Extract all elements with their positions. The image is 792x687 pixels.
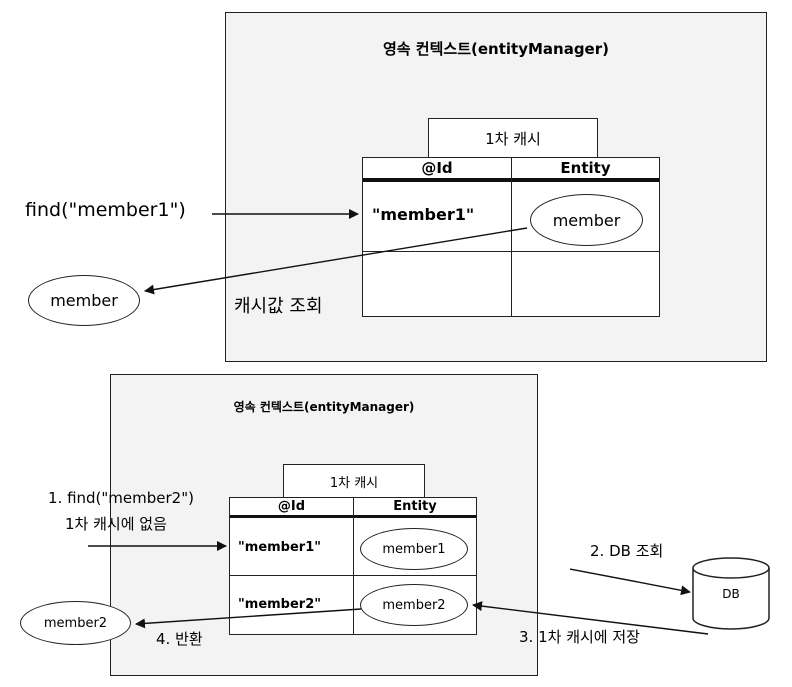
row-divider-top [363, 251, 659, 252]
database-label: DB [722, 587, 740, 601]
cache-key-member1-bottom: "member1" [238, 539, 322, 555]
arrow-step2-db-lookup [569, 568, 691, 596]
step4-return: 4. 반환 [156, 630, 203, 648]
returned-entity-member2: member2 [20, 601, 131, 645]
cache-key-member1-top: "member1" [372, 204, 475, 224]
column-header-id-bottom: @Id [230, 498, 353, 518]
step2-db-lookup: 2. DB 조회 [590, 542, 664, 560]
first-level-cache-label-bottom: 1차 캐시 [283, 464, 425, 498]
step3-store-in-cache: 3. 1차 캐시에 저장 [519, 628, 640, 646]
first-level-cache-label-top: 1차 캐시 [428, 118, 598, 159]
column-header-id-top: @Id [363, 158, 511, 182]
persistence-context-title-bottom: 영속 컨텍스트(entityManager) [233, 400, 415, 414]
cached-entity-member1-bottom: member1 [360, 528, 468, 570]
cached-entity-member2-bottom: member2 [360, 584, 468, 626]
returned-entity-member-top: member [28, 275, 140, 326]
cached-entity-member-top: member [530, 194, 643, 246]
row-divider-bottom [230, 575, 476, 576]
step1-find-member2: 1. find("member2") [48, 489, 194, 507]
column-header-entity-top: Entity [512, 158, 659, 182]
cache-lookup-label: 캐시값 조회 [234, 296, 323, 317]
find-call-member1: find("member1") [25, 199, 186, 221]
column-header-entity-bottom: Entity [354, 498, 476, 518]
database-icon [692, 557, 770, 630]
step1-cache-miss: 1차 캐시에 없음 [65, 515, 167, 533]
column-divider-top [511, 158, 512, 316]
column-divider-bottom [353, 498, 354, 634]
persistence-context-title-top: 영속 컨텍스트(entityManager) [382, 40, 609, 58]
cache-key-member2-bottom: "member2" [238, 596, 322, 612]
